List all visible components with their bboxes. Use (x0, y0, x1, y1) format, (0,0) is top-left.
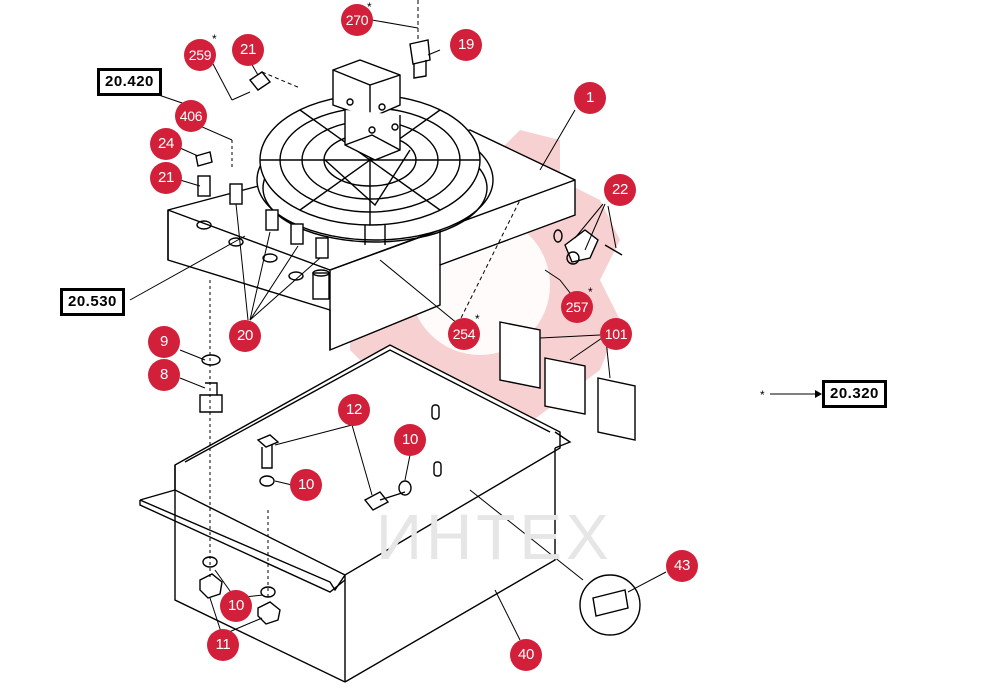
callout-270[interactable]: 270 (341, 4, 373, 36)
callout-8[interactable]: 8 (148, 359, 180, 391)
leader-lines (129, 0, 822, 641)
callout-12[interactable]: 12 (338, 394, 370, 426)
callout-11[interactable]: 11 (207, 629, 239, 661)
callout-259[interactable]: 259 (184, 39, 216, 71)
callout-21-side[interactable]: 21 (150, 162, 182, 194)
ref-box-20530[interactable]: 20.530 (60, 288, 125, 316)
ref-box-20320[interactable]: 20.320 (822, 380, 887, 408)
callout-406[interactable]: 406 (175, 100, 207, 132)
callout-9[interactable]: 9 (148, 326, 180, 358)
callout-10-bottom[interactable]: 10 (220, 590, 252, 622)
callout-101[interactable]: 101 (600, 318, 632, 350)
star-257: * (588, 285, 593, 299)
callout-257[interactable]: 257 (561, 291, 593, 323)
watermark-text: ИНТЕХ (376, 501, 613, 573)
star-259: * (212, 32, 217, 46)
callout-21-top[interactable]: 21 (232, 34, 264, 66)
callout-254[interactable]: 254 (448, 318, 480, 350)
callout-19[interactable]: 19 (450, 29, 482, 61)
callout-24[interactable]: 24 (150, 128, 182, 160)
callout-40[interactable]: 40 (510, 639, 542, 671)
star-254: * (475, 312, 480, 326)
star-270: * (367, 0, 372, 14)
callout-43[interactable]: 43 (666, 550, 698, 582)
star-20320: * (760, 388, 765, 402)
callout-20[interactable]: 20 (229, 320, 261, 352)
callout-22[interactable]: 22 (604, 174, 636, 206)
ref-box-20420[interactable]: 20.420 (97, 68, 162, 96)
callout-10-washer[interactable]: 10 (290, 469, 322, 501)
callout-1[interactable]: 1 (574, 82, 606, 114)
hydraulic-unit-drawing (139, 39, 641, 683)
callout-10-right[interactable]: 10 (394, 424, 426, 456)
